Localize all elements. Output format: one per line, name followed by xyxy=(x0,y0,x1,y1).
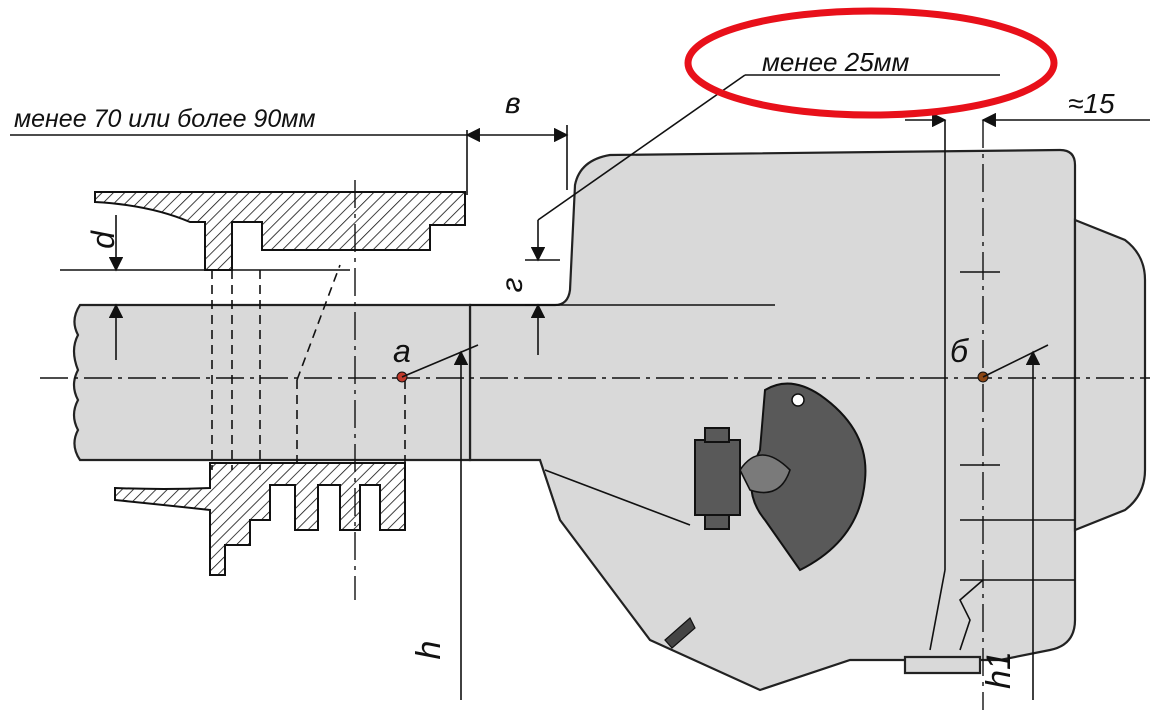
lock-mechanism xyxy=(694,382,867,572)
label-limit-left: менее 70 или более 90мм xyxy=(14,105,316,133)
hidden-line-slant xyxy=(296,264,341,381)
limit-top-leader xyxy=(537,74,746,221)
bottom-step xyxy=(903,655,982,675)
point-a-leader xyxy=(401,344,479,378)
coupler-head xyxy=(1073,218,1147,532)
lock-leader xyxy=(544,469,691,526)
inner-line-slant xyxy=(929,569,946,651)
highlight-ellipse xyxy=(684,7,1058,119)
label-dim-v: в xyxy=(505,87,521,120)
label-height-h: h xyxy=(410,641,448,660)
bottom-tab xyxy=(664,617,696,649)
inner-break-line xyxy=(959,579,984,651)
upper-flange xyxy=(94,191,466,271)
point-b-leader xyxy=(982,344,1049,378)
label-limit-top: менее 25мм xyxy=(762,47,909,77)
label-point-b: б xyxy=(950,333,969,369)
label-point-a: а xyxy=(393,333,411,369)
lower-flange xyxy=(114,462,406,576)
label-height-h1: h1 xyxy=(980,651,1018,689)
coupler-shank xyxy=(72,303,472,462)
label-approx: ≈15 xyxy=(1068,88,1115,119)
label-dim-d: d xyxy=(85,230,121,249)
label-dim-g: г xyxy=(496,277,529,292)
